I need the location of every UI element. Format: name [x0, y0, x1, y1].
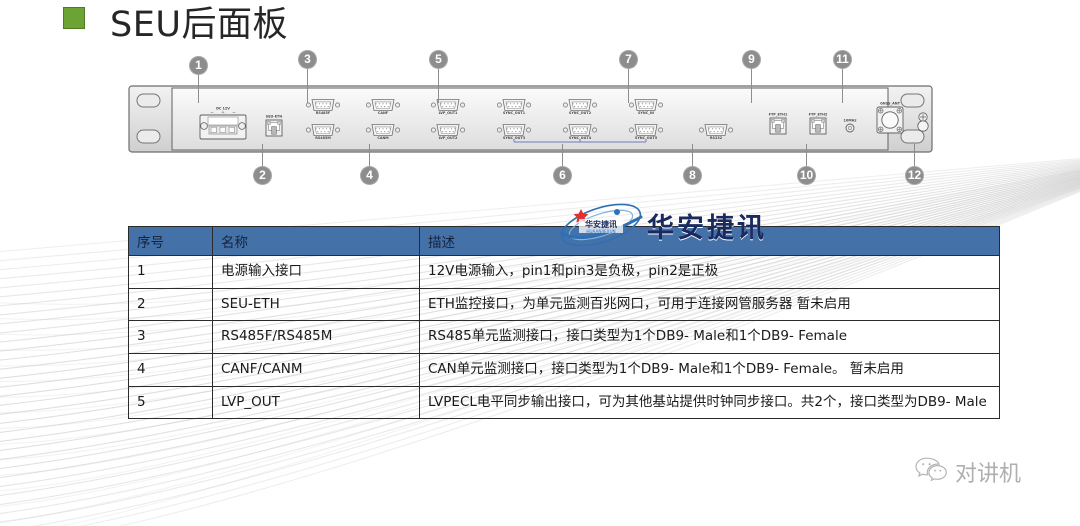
- port-label-SYNC_OUT1: SYNC_OUT1: [503, 111, 526, 115]
- svg-text:+: +: [221, 109, 225, 115]
- cell-name: 电源输入接口: [212, 255, 420, 289]
- cell-desc: RS485单元监测接口，接口类型为1个DB9- Male和1个DB9- Fema…: [419, 320, 1000, 354]
- wechat-label: 对讲机: [955, 461, 1022, 487]
- page-title: SEU后面板: [110, 5, 288, 45]
- cell-name: RS485F/RS485M: [212, 320, 420, 354]
- logo-badge-cn: 华安捷讯: [585, 219, 617, 229]
- callout-number: 10: [797, 166, 816, 185]
- callout-number: 12: [905, 166, 924, 185]
- port-label-SYNC_OUT3: SYNC_OUT3: [503, 136, 526, 140]
- callout-leader-line: [692, 144, 693, 166]
- column-header-no: 序号: [128, 226, 213, 256]
- callout-leader-line: [806, 144, 807, 166]
- callout-number: 11: [833, 50, 852, 69]
- cell-desc: CAN单元监测接口，接口类型为1个DB9- Male和1个DB9- Female…: [419, 352, 1000, 387]
- column-header-name: 名称: [212, 226, 420, 256]
- callout-bottom-8: 8: [683, 144, 702, 185]
- callout-bottom-2: 2: [253, 144, 272, 185]
- port-label-RS232: RS232: [710, 136, 723, 140]
- callout-number: 7: [619, 50, 638, 69]
- port-label-SYNC_IN: SYNC_IN: [638, 111, 654, 115]
- port-label-SYNC_OUT5: SYNC_OUT5: [635, 136, 658, 140]
- callout-number: 6: [553, 166, 572, 185]
- callout-leader-line: [914, 144, 915, 166]
- callout-top-1: 1: [189, 56, 208, 103]
- cell-desc: ETH监控接口，为单元监测百兆网口，可用于连接网管服务器 暂未启用: [419, 287, 1000, 322]
- callout-number: 1: [189, 56, 208, 75]
- callout-number: 8: [683, 166, 702, 185]
- callout-number: 2: [253, 166, 272, 185]
- port-label-DC12V: DC 12V: [216, 107, 230, 111]
- callout-number: 9: [742, 50, 761, 69]
- callout-leader-line: [562, 144, 563, 166]
- port-label-10MHz: 10MHz: [844, 119, 857, 123]
- cell-no: 3: [128, 320, 213, 354]
- cell-desc: LVPECL电平同步输出接口，可为其他基站提供时钟同步接口。共2个，接口类型为D…: [419, 385, 1000, 420]
- svg-text:−: −: [210, 110, 214, 115]
- callout-top-11: 11: [833, 50, 852, 103]
- port-label-LVP_OUT1: LVP_OUT1: [439, 111, 458, 115]
- callout-leader-line: [369, 144, 370, 166]
- callout-bottom-6: 6: [553, 144, 572, 185]
- port-label-SYNC_OUT2: SYNC_OUT2: [569, 111, 592, 115]
- logo-badge-py: HUAANJIEXUN: [586, 229, 615, 234]
- callout-leader-line: [842, 69, 843, 103]
- wechat-icon: [914, 455, 948, 488]
- callout-number: 5: [429, 50, 448, 69]
- port-label-RS485M: RS485M: [315, 136, 331, 140]
- port-label-GNSS_ANT: GNSS_ANT: [880, 102, 901, 106]
- callout-leader-line: [628, 69, 629, 103]
- port-label-LVP_OUT2: LVP_OUT2: [439, 136, 458, 140]
- brand-name: 华安捷讯: [647, 212, 767, 244]
- callout-bottom-10: 10: [797, 144, 816, 185]
- port-label-FTP_ETH1: FTP_ETH1: [769, 113, 788, 117]
- cell-name: CANF/CANM: [212, 352, 420, 387]
- callout-leader-line: [198, 75, 199, 103]
- brand-logo-icon: 华安捷讯 HUAANJIEXUN: [557, 203, 645, 247]
- port-label-SEU-ETH: SEU-ETH: [266, 115, 283, 119]
- callout-bottom-12: 12: [905, 144, 924, 185]
- svg-text:−: −: [232, 110, 236, 115]
- seu-rear-panel-image: − + −DC 12V SEU-ETH RS485F RS485M CANF CANM LVP_…: [128, 82, 933, 162]
- brand-watermark: 华安捷讯 HUAANJIEXUN 华安捷讯: [557, 203, 767, 247]
- callout-leader-line: [751, 69, 752, 103]
- cell-no: 5: [128, 385, 213, 420]
- callout-top-9: 9: [742, 50, 761, 103]
- callout-top-7: 7: [619, 50, 638, 103]
- cell-no: 2: [128, 287, 213, 322]
- port-label-CANM: CANM: [377, 136, 389, 140]
- port-label-SYNC_OUT4: SYNC_OUT4: [569, 136, 592, 140]
- bullet-square-icon: [63, 7, 85, 29]
- callout-number: 3: [298, 50, 317, 69]
- cell-no: 4: [128, 352, 213, 387]
- cell-name: SEU-ETH: [212, 287, 420, 322]
- cell-no: 1: [128, 255, 213, 289]
- port-label-CANF: CANF: [378, 111, 389, 115]
- callout-leader-line: [438, 69, 439, 103]
- cell-desc: 12V电源输入，pin1和pin3是负极，pin2是正极: [419, 255, 1000, 289]
- callout-number: 4: [360, 166, 379, 185]
- callout-leader-line: [307, 69, 308, 103]
- callout-top-5: 5: [429, 50, 448, 103]
- port-label-RS485F: RS485F: [316, 111, 331, 115]
- cell-name: LVP_OUT: [212, 385, 420, 420]
- slide-header: SEU后面板: [0, 0, 1080, 48]
- callout-top-3: 3: [298, 50, 317, 103]
- callout-leader-line: [262, 144, 263, 166]
- port-label-FTP_ETH2: FTP_ETH2: [809, 113, 828, 117]
- wechat-badge: 对讲机: [914, 455, 1021, 488]
- callout-bottom-4: 4: [360, 144, 379, 185]
